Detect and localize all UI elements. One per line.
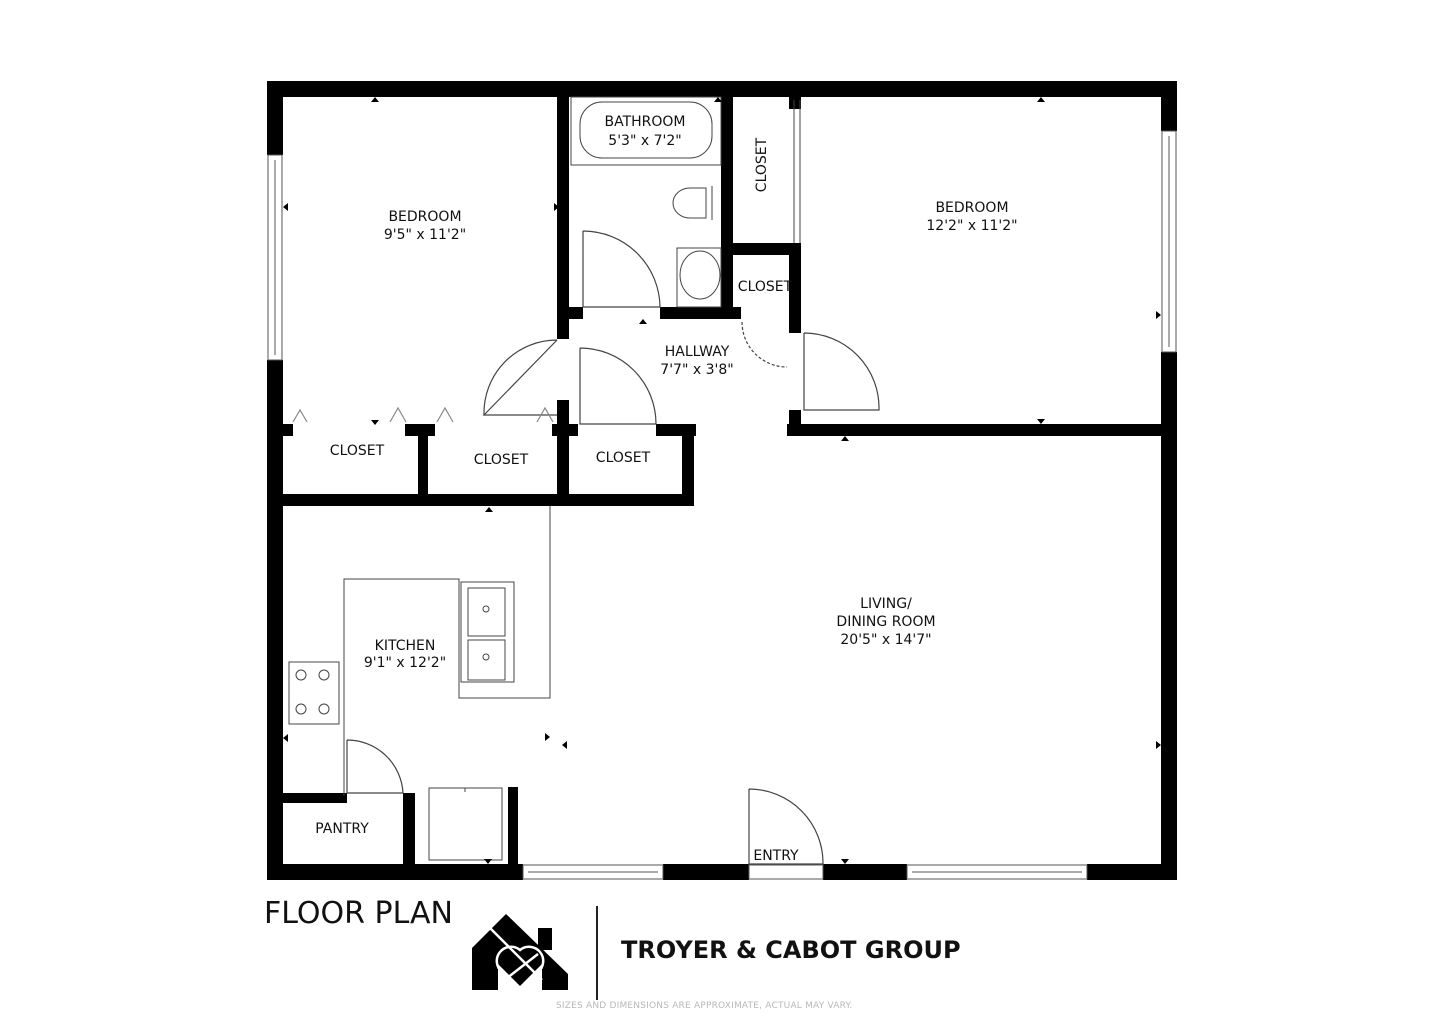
room-label-bedroom-2: BEDROOM [935, 200, 1008, 216]
exterior-walls [267, 81, 1177, 880]
room-label-living-line2: DINING ROOM [836, 614, 935, 630]
room-dim-bedroom-1: 9'5" x 11'2" [384, 227, 466, 243]
company-name: TROYER & CABOT GROUP [621, 936, 961, 964]
room-dim-hallway: 7'7" x 3'8" [660, 362, 733, 378]
house-heart-icon [472, 914, 568, 990]
room-dim-bathroom: 5'3" x 7'2" [608, 133, 681, 149]
room-label-living: LIVING/ [860, 596, 912, 612]
room-labels: BEDROOM 9'5" x 11'2" BATHROOM 5'3" x 7'2… [315, 114, 1017, 864]
room-label-pantry: PANTRY [315, 821, 369, 837]
disclaimer: SIZES AND DIMENSIONS ARE APPROXIMATE, AC… [556, 1001, 853, 1011]
room-label-closet-2: CLOSET [474, 452, 529, 468]
room-dim-bedroom-2: 12'2" x 11'2" [926, 218, 1017, 234]
room-label-entry: ENTRY [753, 848, 799, 864]
fixtures [288, 96, 801, 861]
room-label-kitchen: KITCHEN [375, 638, 436, 654]
interior-walls [283, 97, 1177, 868]
room-label-bedroom-1: BEDROOM [388, 209, 461, 225]
room-dim-living: 20'5" x 14'7" [840, 632, 931, 648]
room-label-closet-3: CLOSET [596, 450, 651, 466]
dimension-markers [283, 97, 1161, 864]
room-label-closet-small: CLOSET [738, 279, 793, 295]
room-label-bathroom: BATHROOM [604, 114, 685, 130]
brand-divider [596, 906, 598, 1000]
room-label-closet-bath: CLOSET [754, 137, 770, 192]
room-label-closet-1: CLOSET [330, 443, 385, 459]
doors [292, 230, 880, 865]
windows [267, 130, 1177, 880]
floor-plan-title: FLOOR PLAN [264, 896, 453, 931]
room-label-hallway: HALLWAY [665, 344, 730, 360]
room-dim-kitchen: 9'1" x 12'2" [364, 655, 446, 671]
